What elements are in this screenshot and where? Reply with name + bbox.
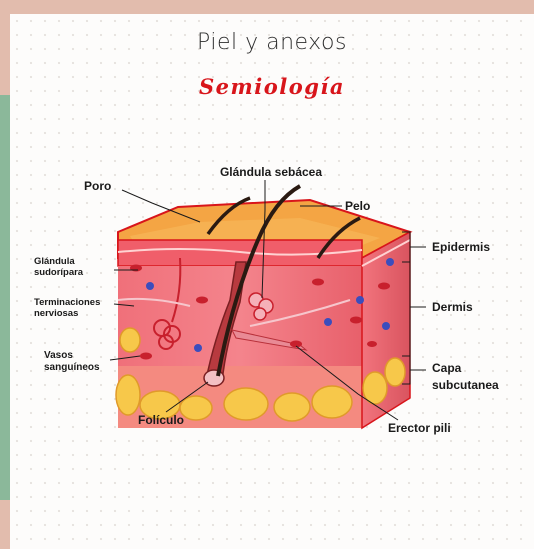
label-pelo: Pelo: [345, 199, 370, 213]
label-terminaciones-1: Terminaciones: [34, 297, 100, 308]
label-terminaciones-2: nerviosas: [34, 308, 78, 319]
skin-block: [116, 186, 410, 428]
label-capa-1: Capa: [432, 361, 462, 375]
label-dermis: Dermis: [432, 300, 473, 314]
label-capa-2: subcutanea: [432, 378, 499, 392]
label-vasos-2: sanguíneos: [44, 362, 100, 373]
label-glandula-sudoripara-1: Glándula: [34, 256, 75, 267]
label-glandula-sudoripara-2: sudorípara: [34, 267, 84, 278]
label-erector-pili: Erector pili: [388, 421, 451, 435]
label-glandula-sebacea: Glándula sebácea: [220, 165, 322, 179]
label-poro: Poro: [84, 179, 111, 193]
label-foliculo: Folículo: [138, 413, 184, 427]
label-epidermis: Epidermis: [432, 240, 490, 254]
label-vasos-1: Vasos: [44, 350, 73, 361]
